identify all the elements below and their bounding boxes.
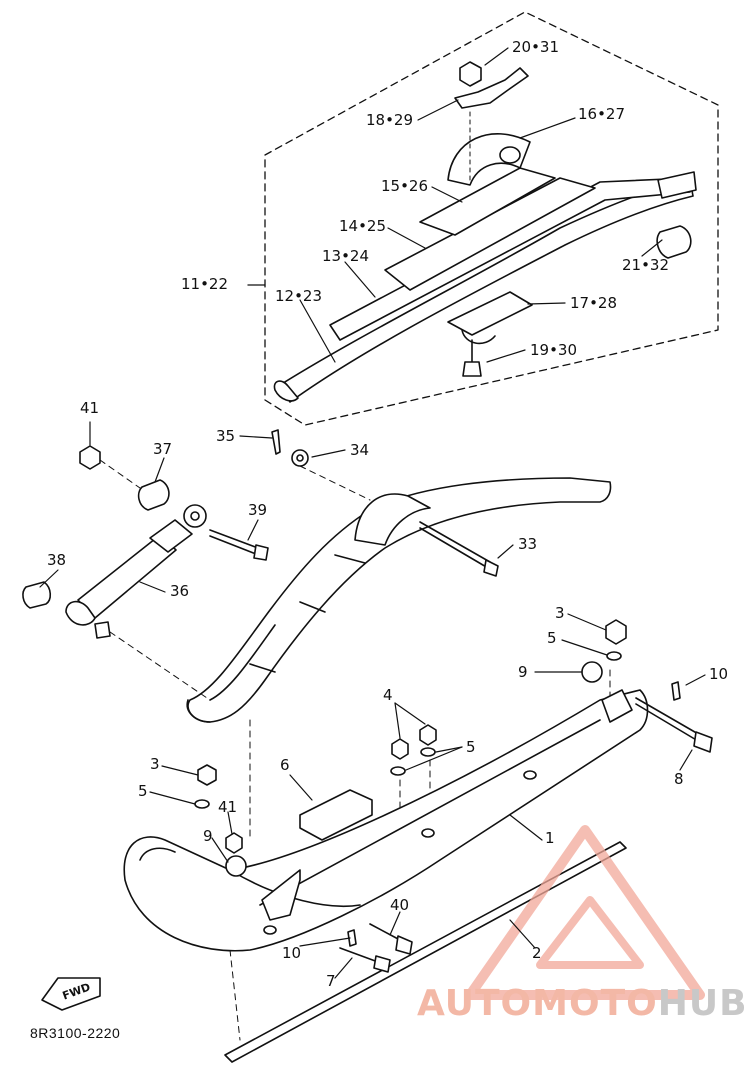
callout-40: 40 [390, 896, 410, 914]
callout-10-rear: 10 [709, 665, 729, 683]
callout-36: 36 [170, 582, 190, 600]
callout-5-mid: 5 [466, 738, 476, 756]
collar-21 [656, 225, 692, 259]
pin-35 [271, 429, 281, 455]
callout-37: 37 [153, 440, 173, 458]
pins-10 [347, 681, 681, 947]
ski [123, 689, 649, 952]
spring-clamp-upper [447, 111, 531, 186]
callout-7: 7 [326, 972, 336, 990]
washer-5-front [194, 799, 210, 809]
nut-34 [291, 449, 309, 467]
callout-34: 34 [350, 441, 370, 459]
callout-13-24: 13•24 [322, 247, 370, 265]
washers-5-mid [390, 747, 436, 838]
callout-9-rear: 9 [518, 663, 528, 681]
callout-3-front: 3 [150, 755, 160, 773]
callout-9-front: 9 [203, 827, 213, 845]
callout-35: 35 [216, 427, 236, 445]
watermark-text: AUTOMOTOHUB [417, 986, 747, 1022]
collar-9-front [225, 855, 247, 877]
damper-plate-6 [299, 789, 373, 841]
spring-assembly-boundary [247, 11, 719, 426]
washer-5-rear [606, 651, 622, 661]
callout-16-27: 16•27 [578, 105, 626, 123]
clamp-bracket [454, 67, 529, 109]
ski-runner [224, 841, 627, 1063]
callout-11-22: 11•22 [181, 275, 229, 293]
nut-41-lower [225, 832, 243, 854]
leader-lines [39, 47, 706, 979]
callout-21-32: 21•32 [622, 256, 670, 274]
nut-20 [459, 61, 482, 87]
lower-spring-seat [447, 291, 533, 345]
nut-41-upper [79, 445, 101, 470]
fwd-arrow-icon [41, 977, 101, 1011]
callout-15-26: 15•26 [381, 177, 429, 195]
nut-3-rear [605, 619, 627, 645]
leaf-spring [186, 477, 612, 723]
drawing-code: 8R3100-2220 [30, 1025, 121, 1041]
callout-10-front: 10 [282, 944, 302, 962]
callout-20-31: 20•31 [512, 38, 560, 56]
shock-absorber [65, 504, 207, 639]
callout-19-30: 19•30 [530, 341, 578, 359]
bolt-19 [462, 339, 482, 377]
watermark-part1: AUTOMOTO [417, 983, 658, 1024]
bolt-8 [635, 697, 713, 753]
collar-9-rear [581, 661, 603, 683]
bolt-39 [209, 529, 269, 561]
watermark-part2: HUB [657, 983, 747, 1024]
callout-2: 2 [532, 944, 542, 962]
callout-5-front: 5 [138, 782, 148, 800]
bolt-40 [369, 923, 413, 955]
callout-39: 39 [248, 501, 268, 519]
callout-1: 1 [545, 829, 555, 847]
callout-18-29: 18•29 [366, 111, 414, 129]
collar-38 [22, 581, 52, 609]
callout-3-rear: 3 [555, 604, 565, 622]
callout-12-23: 12•23 [275, 287, 323, 305]
collar-37 [137, 479, 170, 511]
bolt-33 [419, 521, 499, 577]
callout-41-upper: 41 [80, 399, 100, 417]
callout-4: 4 [383, 686, 393, 704]
callout-5-rear: 5 [547, 629, 557, 647]
nuts-4 [391, 724, 437, 760]
callout-33: 33 [518, 535, 538, 553]
callout-8: 8 [674, 770, 684, 788]
bolt-7 [339, 947, 391, 973]
callout-41-lower: 41 [218, 798, 238, 816]
callout-14-25: 14•25 [339, 217, 387, 235]
callout-17-28: 17•28 [570, 294, 618, 312]
leaf-spring-stack [273, 167, 697, 403]
ski-bracket [261, 689, 633, 921]
nut-3-front [197, 764, 217, 786]
callout-6: 6 [280, 756, 290, 774]
callout-38: 38 [47, 551, 67, 569]
watermark-logo-emblem [465, 825, 705, 1000]
